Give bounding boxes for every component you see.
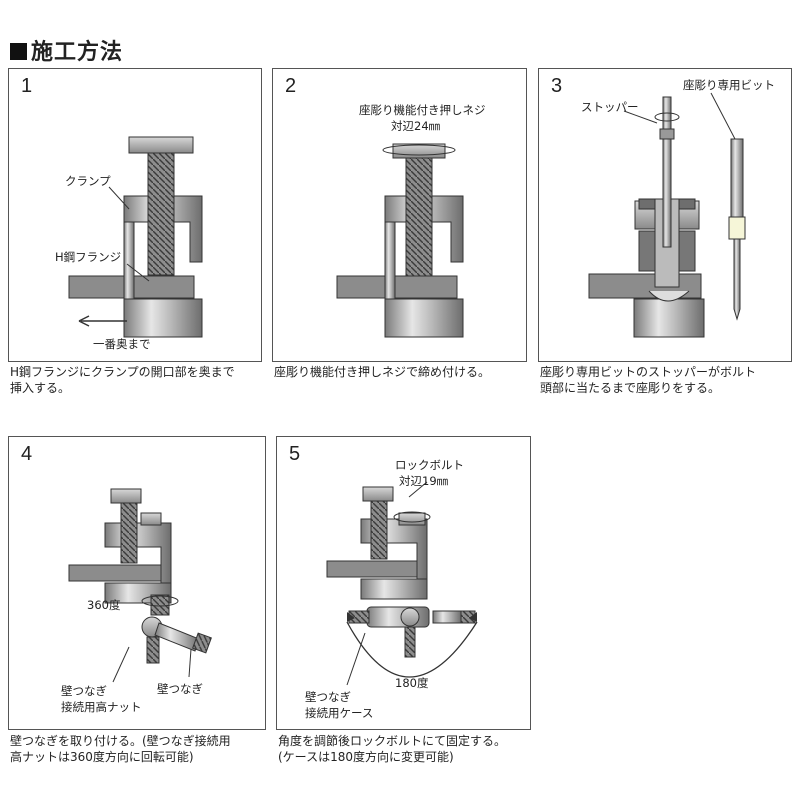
stopper-shaft <box>662 96 672 248</box>
label-clamp: クランプ <box>65 174 111 188</box>
caption-line: H鋼フランジにクランプの開口部を奥まで <box>10 365 235 379</box>
label-screw-size: 対辺24㎜ <box>391 119 441 133</box>
label-rotation: 360度 <box>87 598 121 612</box>
caption-line: 挿入する。 <box>10 381 71 395</box>
label-lockbolt: ロックボルト <box>395 458 464 472</box>
step-panel-1: 1 クランプ H鋼フランジ 一番奥まで <box>8 68 262 362</box>
caption-step-2: 座彫り機能付き押しネジで締め付ける。 <box>274 364 490 380</box>
counterbore-bit-icon <box>730 138 744 230</box>
connection-case-icon <box>366 606 430 628</box>
caption-step-4: 壁つなぎを取り付ける。(壁つなぎ接続用 高ナットは360度方向に回転可能) <box>10 733 231 765</box>
step-3-illustration: 座彫り専用ビット ストッパー <box>581 78 775 338</box>
lockbolt-icon <box>398 512 426 526</box>
step-4-illustration: 360度 壁つなぎ 接続用高ナット 壁つなぎ <box>61 488 212 714</box>
clamp-lower <box>123 298 203 338</box>
label-bit: 座彫り専用ビット <box>683 78 775 92</box>
caption-line: (ケースは180度方向に変更可能) <box>278 750 454 764</box>
label-case-2: 接続用ケース <box>305 706 373 720</box>
caption-step-3: 座彫り専用ビットのストッパーがボルト 頭部に当たるまで座彫りをする。 <box>540 364 756 396</box>
title-square-icon <box>10 43 27 60</box>
page-title: 施工方法 <box>10 34 123 66</box>
title-text: 施工方法 <box>31 40 124 65</box>
step-number: 2 <box>285 75 297 97</box>
label-tie: 壁つなぎ <box>157 682 203 696</box>
rotate-arrow-icon <box>382 144 456 156</box>
rotate-arrow-icon <box>141 595 179 607</box>
label-screw-name: 座彫り機能付き押しネジ <box>359 103 486 117</box>
step-panel-5: 5 ロックボルト 対辺19㎜ 180度 壁つなぎ 接続用ケース <box>276 436 531 730</box>
caption-step-1: H鋼フランジにクランプの開口部を奥まで 挿入する。 <box>10 364 235 396</box>
label-lockbolt-size: 対辺19㎜ <box>399 474 449 488</box>
angle-arc-icon <box>346 621 478 678</box>
label-nut-1: 壁つなぎ <box>61 684 107 698</box>
label-angle: 180度 <box>395 676 429 690</box>
bolt-shaft <box>147 146 175 276</box>
caption-line: 壁つなぎを取り付ける。(壁つなぎ接続用 <box>10 734 231 748</box>
step-2-illustration: 座彫り機能付き押しネジ 対辺24㎜ <box>336 103 486 338</box>
step-panel-3: 3 座彫り専用ビット ストッパー <box>538 68 792 362</box>
step-number: 3 <box>551 75 563 97</box>
caption-line: 頭部に当たるまで座彫りをする。 <box>540 381 721 395</box>
label-case-1: 壁つなぎ <box>305 690 351 704</box>
rotate-arrow-icon <box>654 112 680 122</box>
caption-line: 角度を調節後ロックボルトにて固定する。 <box>278 734 507 748</box>
left-arrow-icon <box>78 315 90 327</box>
step-1-illustration: クランプ H鋼フランジ 一番奥まで <box>55 136 203 351</box>
label-deepest: 一番奥まで <box>93 337 151 351</box>
label-nut-2: 接続用高ナット <box>61 700 142 714</box>
label-flange: H鋼フランジ <box>55 250 121 264</box>
step-5-illustration: ロックボルト 対辺19㎜ 180度 壁つなぎ 接続用ケース <box>305 458 478 720</box>
label-stopper: ストッパー <box>581 100 639 114</box>
step-number: 4 <box>21 443 33 465</box>
step-panel-4: 4 360度 壁つなぎ 接続用高ナット 壁つなぎ <box>8 436 266 730</box>
step-number: 1 <box>21 75 33 97</box>
step-panel-2: 2 座彫り機能付き押しネジ 対辺24㎜ <box>272 68 527 362</box>
caption-line: 座彫り専用ビットのストッパーがボルト <box>540 365 757 379</box>
caption-line: 座彫り機能付き押しネジで締め付ける。 <box>274 365 491 379</box>
bolt-head-icon <box>128 136 194 154</box>
caption-line: 高ナットは360度方向に回転可能) <box>10 750 194 764</box>
caption-step-5: 角度を調節後ロックボルトにて固定する。 (ケースは180度方向に変更可能) <box>278 733 506 765</box>
step-number: 5 <box>289 443 301 465</box>
